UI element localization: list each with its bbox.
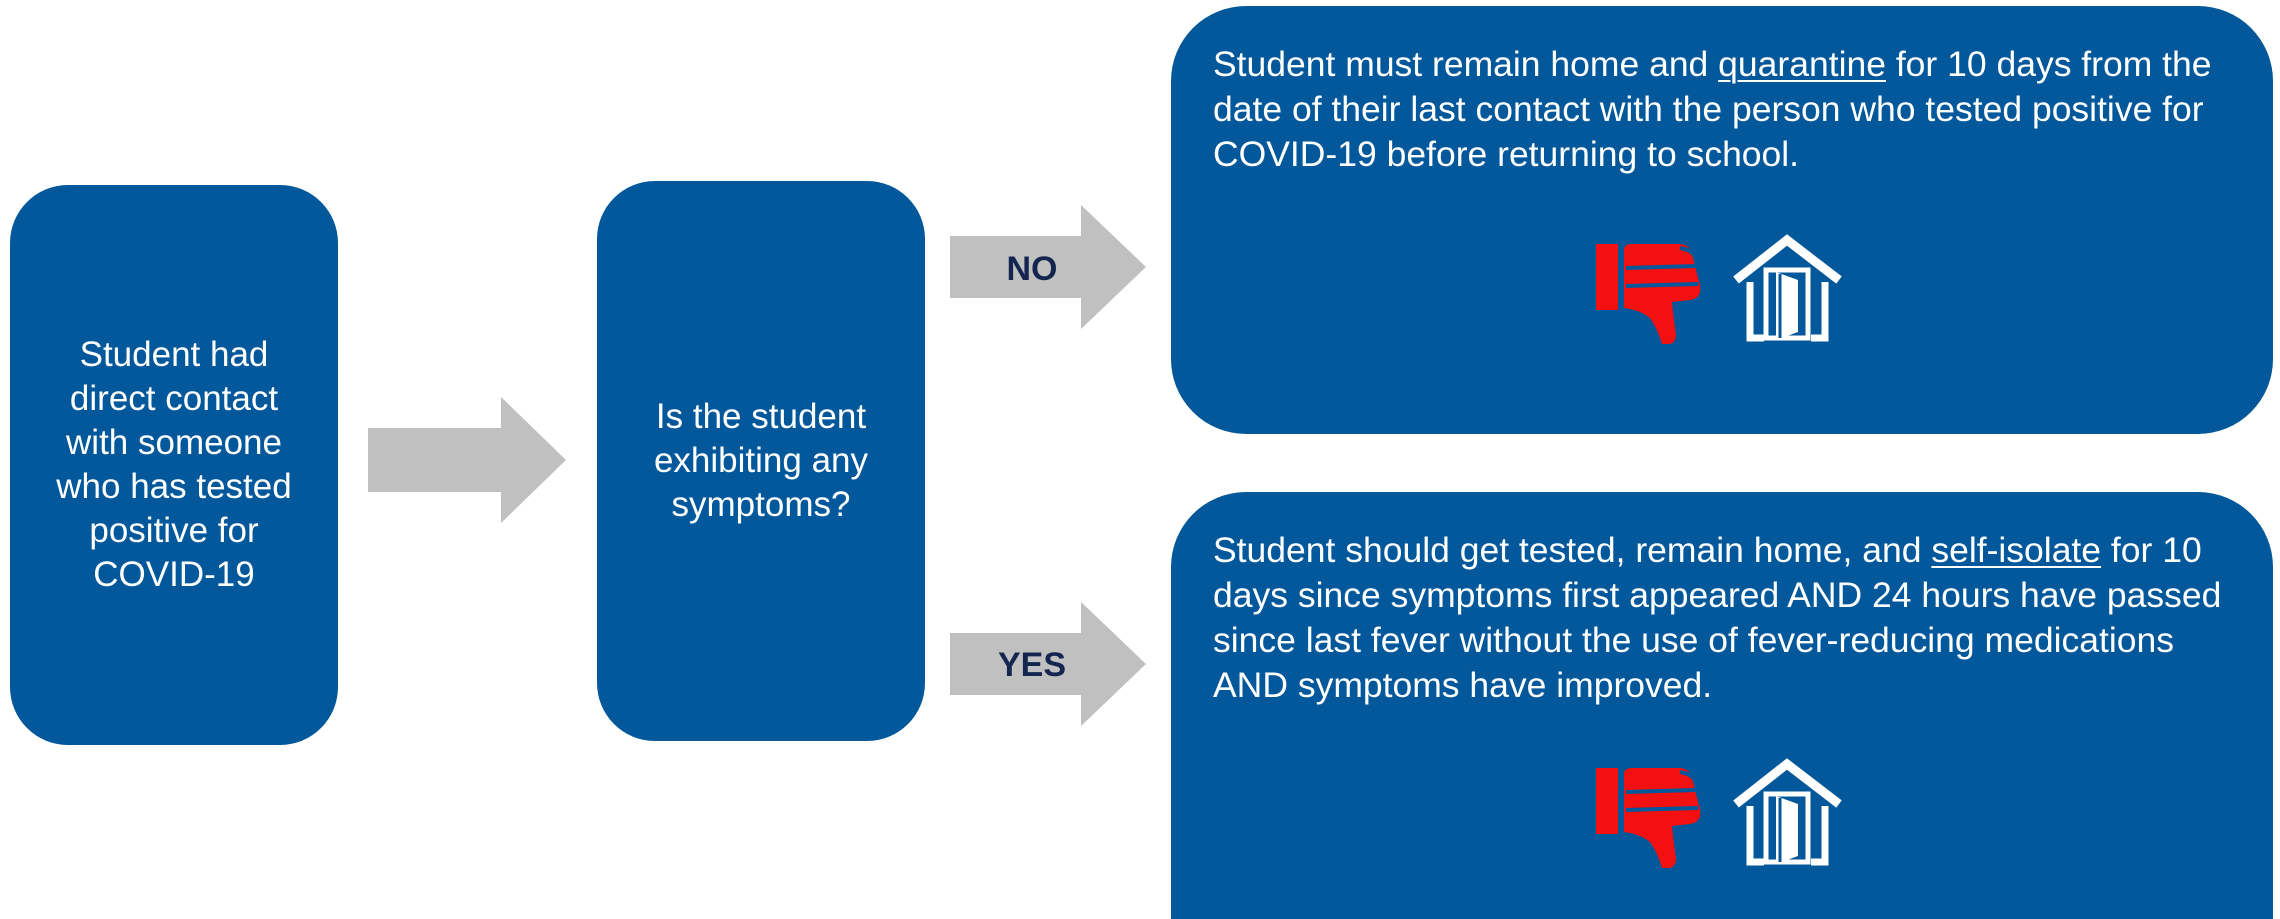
home-stay-icon [1733,234,1842,342]
yes-arrow-label: YES [998,646,1066,684]
outcome-no-box: Student must remain home and quarantine … [1171,6,2273,434]
outcome-no-text: Student must remain home and quarantine … [1213,44,2212,174]
start-box: Student had direct contact with someone … [10,185,338,745]
question-box-text: Is the student exhibiting any symptoms? [653,397,869,524]
outcome-no-icons [1596,234,1845,344]
quarantine-term: quarantine [1718,44,1886,84]
no-arrow: NO [950,205,1146,329]
no-arrow-label: NO [1007,250,1058,288]
outcome-yes-icons [1596,758,1845,868]
flow-arrow-right [368,397,566,523]
question-box: Is the student exhibiting any symptoms? [597,181,925,741]
thumbs-down-icon [1596,768,1701,868]
outcome-yes-text: Student should get tested, remain home, … [1213,530,2222,705]
outcome-yes-box: Student should get tested, remain home, … [1171,492,2273,919]
thumbs-down-icon [1596,244,1701,344]
yes-arrow: YES [950,602,1146,726]
start-box-text: Student had direct contact with someone … [56,335,292,594]
self-isolate-term: self-isolate [1931,530,2102,570]
home-stay-icon [1733,758,1842,866]
